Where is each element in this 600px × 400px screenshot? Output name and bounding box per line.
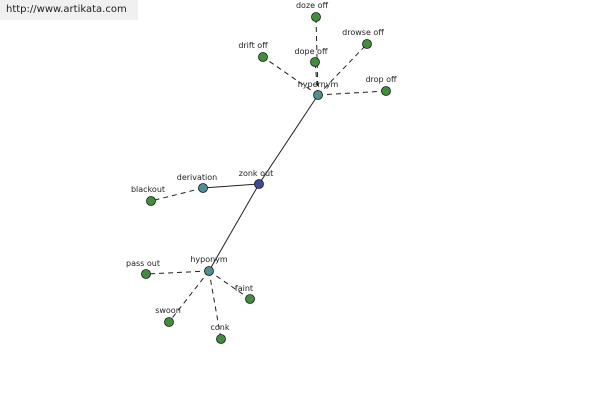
leaf-node-faint[interactable] <box>245 294 255 304</box>
leaf-label-dope-off[interactable]: dope off <box>295 47 328 56</box>
leaf-label-drop-off[interactable]: drop off <box>365 75 397 84</box>
graph-edges <box>145 16 387 340</box>
edge-hypernym-doze-off <box>315 16 319 96</box>
edge-hyponym-conk <box>208 270 222 340</box>
relation-node-hyponym[interactable] <box>204 266 214 276</box>
leaf-label-blackout[interactable]: blackout <box>131 185 165 194</box>
leaf-node-conk[interactable] <box>216 334 226 344</box>
edge-hypernym-dope-off <box>314 61 319 96</box>
site-url-banner[interactable]: http://www.artikata.com <box>0 0 138 20</box>
leaf-node-dope-off[interactable] <box>310 57 320 67</box>
relation-label-hyponym[interactable]: hyponym <box>190 255 228 264</box>
leaf-label-faint[interactable]: faint <box>235 284 253 293</box>
leaf-node-drift-off[interactable] <box>258 52 268 62</box>
leaf-label-drift-off[interactable]: drift off <box>238 41 268 50</box>
leaf-label-swoon[interactable]: swoon <box>155 306 181 315</box>
graph-nodes <box>141 12 391 344</box>
center-label-zonk-out[interactable]: zonk out <box>239 169 273 178</box>
leaf-node-drowse-off[interactable] <box>362 39 372 49</box>
leaf-node-pass-out[interactable] <box>141 269 151 279</box>
leaf-node-blackout[interactable] <box>146 196 156 206</box>
edge-hyponym-swoon <box>168 270 210 323</box>
relation-node-derivation[interactable] <box>198 183 208 193</box>
edge-hypernym-drop-off <box>317 90 387 96</box>
leaf-node-doze-off[interactable] <box>311 12 321 22</box>
edge-hyponym-pass-out <box>145 270 210 275</box>
relation-label-hypernym[interactable]: hypernym <box>298 80 339 89</box>
edge-hypernym-drift-off <box>262 56 319 96</box>
center-node-zonk-out[interactable] <box>254 179 264 189</box>
edge-center-derivation <box>202 183 260 189</box>
relation-label-derivation[interactable]: derivation <box>177 173 217 182</box>
leaf-label-doze-off[interactable]: doze off <box>296 1 329 10</box>
edge-center-hypernym <box>258 94 319 185</box>
leaf-label-pass-out[interactable]: pass out <box>126 259 160 268</box>
leaf-label-drowse-off[interactable]: drowse off <box>342 28 384 37</box>
graph-labels: doze off dope off drift off drowse off drop … <box>126 1 397 332</box>
relation-node-hypernym[interactable] <box>313 90 323 100</box>
leaf-node-drop-off[interactable] <box>381 86 391 96</box>
leaf-node-swoon[interactable] <box>164 317 174 327</box>
edge-hypernym-drowse-off <box>317 43 368 96</box>
edge-center-hyponym <box>208 183 260 272</box>
leaf-label-conk[interactable]: conk <box>211 323 230 332</box>
